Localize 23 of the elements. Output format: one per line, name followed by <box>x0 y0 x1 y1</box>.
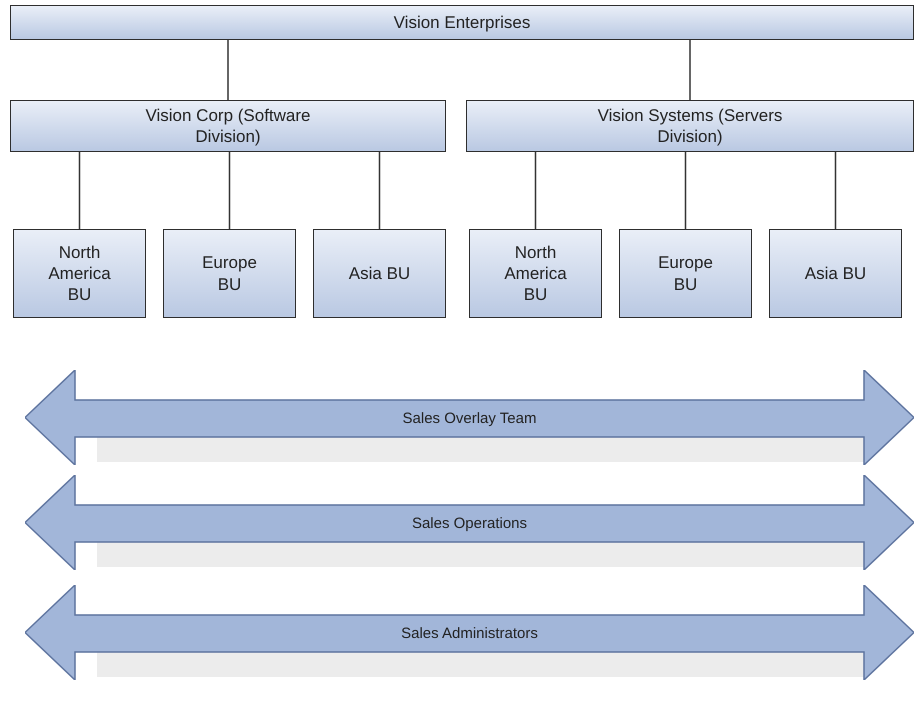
band-label: Sales Operations <box>410 514 528 534</box>
org-box: Europe BU <box>619 229 752 318</box>
org-box: North America BU <box>469 229 602 318</box>
org-box: Vision Systems (Servers Division) <box>466 100 914 152</box>
double-arrow-band <box>25 585 914 680</box>
org-box: Asia BU <box>769 229 902 318</box>
connector-line <box>534 152 536 229</box>
double-arrow-band <box>25 475 914 570</box>
org-box: Vision Enterprises <box>10 5 914 40</box>
connector-line <box>684 152 686 229</box>
connector-line <box>228 152 230 229</box>
connector-line <box>689 40 691 100</box>
connector-line <box>834 152 836 229</box>
connector-line <box>378 152 380 229</box>
band-label: Sales Administrators <box>400 624 539 644</box>
org-box: Asia BU <box>313 229 446 318</box>
org-box: Vision Corp (Software Division) <box>10 100 446 152</box>
org-box: Europe BU <box>163 229 296 318</box>
connector-line <box>78 152 80 229</box>
connector-line <box>227 40 229 100</box>
double-arrow-band <box>25 370 914 465</box>
band-label: Sales Overlay Team <box>402 409 538 429</box>
org-box: North America BU <box>13 229 146 318</box>
